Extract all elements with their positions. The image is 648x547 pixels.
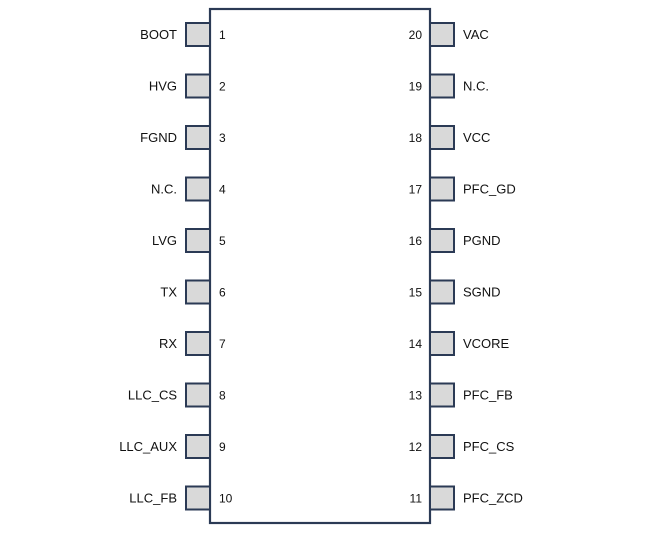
right-pin-15: 15 SGND [409, 279, 501, 305]
pin-pad [429, 331, 455, 356]
pin-number-label: 13 [409, 389, 423, 403]
pin-number-label: 10 [219, 492, 233, 506]
pin-number-label: 6 [219, 286, 226, 300]
pin-pad [185, 22, 211, 47]
pin-name-label: FGND [140, 130, 177, 145]
pin-number-label: 16 [409, 234, 423, 248]
pin-pad [185, 485, 211, 511]
pin-pad [429, 485, 455, 511]
pin-pad [185, 382, 211, 408]
left-pin-8: LLC_CS 8 [128, 382, 226, 408]
pin-pad [429, 176, 455, 202]
pin-number-label: 4 [219, 183, 226, 197]
pin-pad [185, 331, 211, 356]
left-pin-3: FGND 3 [140, 125, 226, 150]
pin-pad [185, 73, 211, 99]
pin-name-label: PFC_CS [463, 439, 515, 454]
pin-pad [429, 434, 455, 459]
pin-pad [429, 125, 455, 150]
left-pin-7: RX 7 [159, 331, 226, 356]
pin-pad [429, 279, 455, 305]
left-pin-5: LVG 5 [152, 228, 226, 253]
pin-number-label: 11 [410, 492, 423, 506]
right-pin-12: 12 PFC_CS [409, 434, 515, 459]
pin-name-label: N.C. [463, 79, 489, 94]
pin-name-label: TX [160, 285, 177, 300]
right-pin-16: 16 PGND [409, 228, 501, 253]
pin-pad [185, 434, 211, 459]
pin-pad [429, 382, 455, 408]
pin-number-label: 1 [219, 28, 226, 42]
right-pin-11: 11 PFC_ZCD [410, 485, 523, 511]
pin-pad [185, 125, 211, 150]
pin-pad [185, 228, 211, 253]
pin-number-label: 3 [219, 131, 226, 145]
pin-number-label: 5 [219, 234, 226, 248]
pin-pad [185, 279, 211, 305]
left-pin-10: LLC_FB 10 [129, 485, 233, 511]
pin-number-label: 14 [409, 337, 423, 351]
left-pin-6: TX 6 [160, 279, 226, 305]
right-pin-20: 20 VAC [409, 22, 489, 47]
left-pin-4: N.C. 4 [151, 176, 226, 202]
pin-number-label: 12 [409, 440, 423, 454]
pin-name-label: LLC_FB [129, 491, 177, 506]
left-pin-9: LLC_AUX 9 [119, 434, 226, 459]
right-pin-14: 14 VCORE [409, 331, 510, 356]
pin-name-label: RX [159, 336, 177, 351]
pin-name-label: N.C. [151, 182, 177, 197]
pin-number-label: 19 [409, 80, 423, 94]
pin-name-label: VCORE [463, 336, 510, 351]
pin-number-label: 20 [409, 28, 423, 42]
pin-name-label: LLC_AUX [119, 439, 177, 454]
pin-name-label: SGND [463, 285, 501, 300]
pin-number-label: 18 [409, 131, 423, 145]
pin-name-label: PFC_FB [463, 388, 513, 403]
pin-name-label: VCC [463, 130, 490, 145]
pin-name-label: PFC_GD [463, 182, 516, 197]
right-pin-18: 18 VCC [409, 125, 490, 150]
pin-pad [429, 73, 455, 99]
pin-number-label: 15 [409, 286, 423, 300]
pin-pad [429, 22, 455, 47]
pin-number-label: 2 [219, 80, 226, 94]
pin-name-label: BOOT [140, 27, 177, 42]
pin-pad [429, 228, 455, 253]
right-pin-19: 19 N.C. [409, 73, 489, 99]
pin-name-label: HVG [149, 79, 177, 94]
right-pin-17: 17 PFC_GD [409, 176, 516, 202]
right-pin-13: 13 PFC_FB [409, 382, 513, 408]
pin-number-label: 9 [219, 440, 226, 454]
ic-package-body [208, 7, 432, 525]
pin-name-label: PFC_ZCD [463, 491, 523, 506]
pin-name-label: LVG [152, 233, 177, 248]
pin-number-label: 7 [219, 337, 226, 351]
pin-name-label: VAC [463, 27, 489, 42]
pin-number-label: 17 [409, 183, 423, 197]
pin-number-label: 8 [219, 389, 226, 403]
left-pin-2: HVG 2 [149, 73, 226, 99]
pin-pad [185, 176, 211, 202]
pin-name-label: PGND [463, 233, 501, 248]
pin-name-label: LLC_CS [128, 388, 177, 403]
left-pin-1: BOOT 1 [140, 22, 226, 47]
